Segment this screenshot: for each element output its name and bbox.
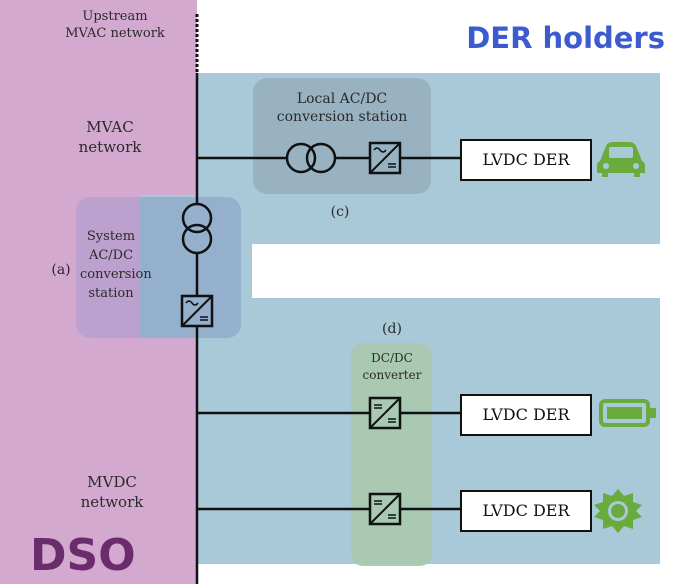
lvdc-der-box-solar: LVDC DER — [460, 490, 592, 532]
local-station-label: Local AC/DC conversion station — [276, 91, 408, 125]
marker-c: (c) — [330, 204, 350, 220]
battery-icon — [599, 399, 656, 427]
system-ac-dc-converter-icon — [180, 294, 214, 328]
system-station-box-overlap — [140, 197, 241, 338]
sun-icon — [594, 489, 642, 533]
dso-label: DSO — [30, 530, 136, 581]
der-holders-title: DER holders — [466, 21, 665, 55]
dcdc-converter-box — [351, 343, 432, 566]
upstream-network-label: Upstream MVAC network — [65, 9, 165, 41]
local-transformer-icon — [285, 142, 337, 174]
marker-d: (d) — [382, 321, 402, 337]
mvdc-network-label: MVDC network — [80, 473, 144, 511]
dcdc-converter-2-icon — [368, 492, 402, 526]
dcdc-converter-label: DC/DC converter — [362, 351, 422, 382]
lvdc-der-box-ev: LVDC DER — [460, 139, 592, 181]
dcdc-converter-1-icon — [368, 396, 402, 430]
system-transformer-icon — [181, 202, 213, 255]
local-ac-dc-converter-icon — [368, 141, 402, 175]
local-station-box — [253, 78, 431, 194]
car-icon — [597, 142, 645, 177]
marker-a: (a) — [51, 262, 71, 278]
lvdc-der-box-battery: LVDC DER — [460, 394, 592, 436]
dso-region-top — [0, 0, 197, 195]
mvac-network-label: MVAC network — [78, 118, 142, 156]
system-station-label: System AC/DC conversion station — [80, 229, 152, 301]
